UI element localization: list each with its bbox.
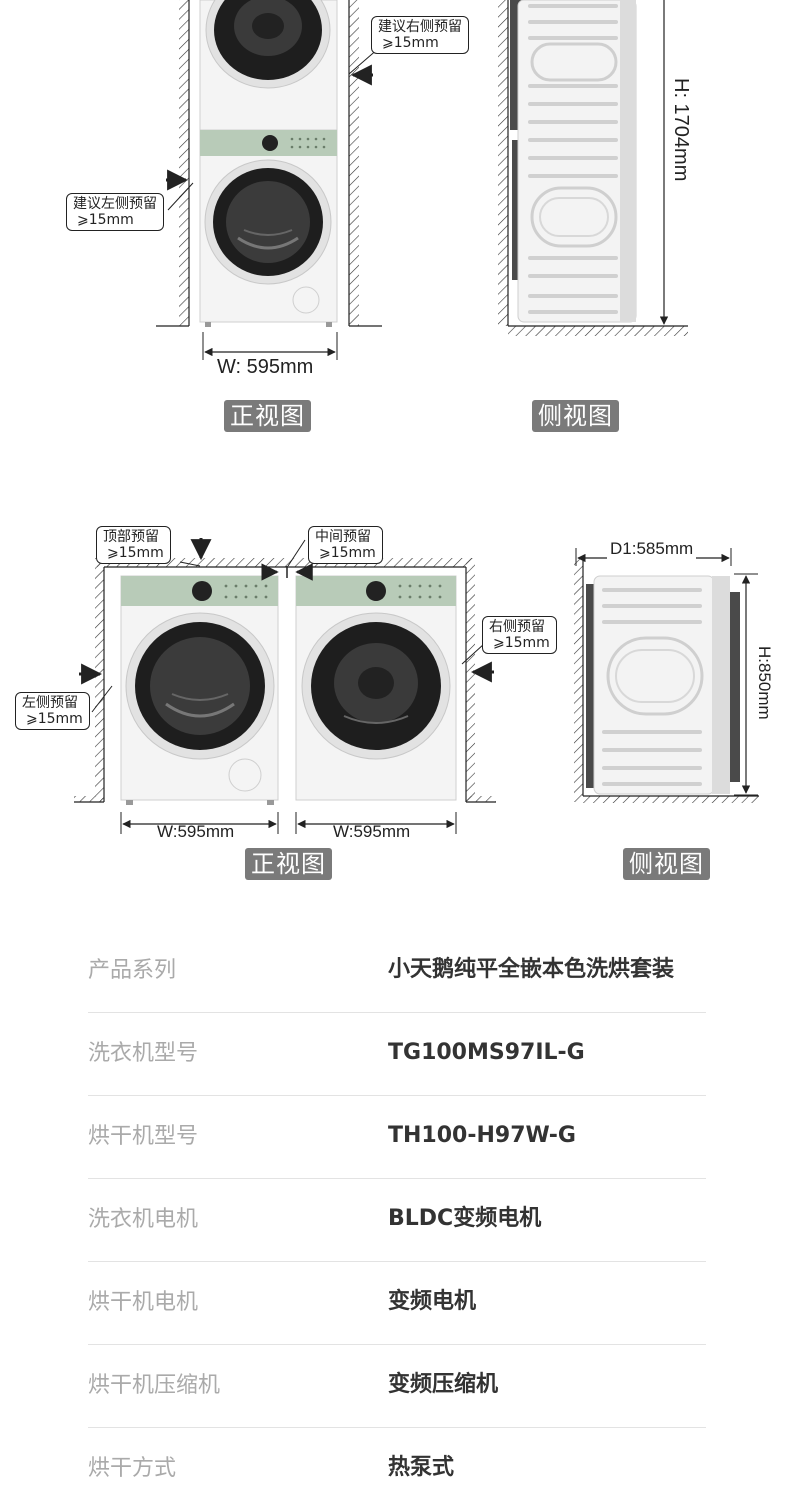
installation-diagrams — [74, 0, 759, 834]
spec-row-series: 产品系列 小天鹅纯平全嵌本色洗烘套装 — [88, 930, 706, 1013]
dryer-width-label: W:595mm — [333, 822, 411, 841]
top-gap-callout-line2: ⩾15mm — [107, 545, 164, 561]
spec-label: 洗衣机型号 — [88, 1041, 199, 1066]
left-side-gap-callout-line1: 左侧预留 — [22, 695, 78, 711]
spec-row-washer-motor: 洗衣机电机 BLDC变频电机 — [88, 1179, 706, 1262]
middle-gap-callout: 中间预留 ⩾15mm — [308, 526, 383, 564]
front-view-caption: 正视图 — [224, 400, 311, 432]
spec-label: 烘干机型号 — [88, 1124, 199, 1149]
left-side-gap-callout: 左侧预留 ⩾15mm — [15, 692, 90, 730]
spec-table: 产品系列 小天鹅纯平全嵌本色洗烘套装 洗衣机型号 TG100MS97IL-G 烘… — [88, 930, 706, 1510]
right-gap-callout-line2: ⩾15mm — [382, 35, 439, 51]
spec-value: 变频压缩机 — [388, 1372, 499, 1397]
spec-row-washer-model: 洗衣机型号 TG100MS97IL-G — [88, 1013, 706, 1096]
bottom-side-view — [574, 548, 759, 803]
bottom-side-view-caption: 侧视图 — [623, 848, 710, 880]
spec-row-dryer-motor: 烘干机电机 变频电机 — [88, 1262, 706, 1345]
left-wall — [179, 0, 189, 326]
left-gap-callout-line1: 建议左侧预留 — [73, 196, 157, 212]
side-height-label: H:850mm — [755, 646, 774, 720]
spec-value: 小天鹅纯平全嵌本色洗烘套装 — [388, 957, 675, 982]
spec-label: 烘干方式 — [88, 1456, 177, 1481]
depth-dimension-label: D1:585mm — [607, 539, 697, 559]
spec-value: TH100-H97W-G — [388, 1123, 576, 1148]
spec-value: BLDC变频电机 — [388, 1206, 542, 1231]
right-gap-callout-line1: 建议右侧预留 — [378, 19, 462, 35]
top-gap-callout-line1: 顶部预留 — [103, 529, 159, 545]
right-gap-callout: 建议右侧预留 ⩾15mm — [371, 16, 469, 54]
spec-value: 热泵式 — [388, 1455, 455, 1480]
spec-label: 烘干机压缩机 — [88, 1373, 221, 1398]
left-side-gap-callout-line2: ⩾15mm — [26, 711, 83, 727]
spec-label: 洗衣机电机 — [88, 1207, 199, 1232]
bottom-front-view — [74, 538, 496, 834]
spec-row-drying-method: 烘干方式 热泵式 — [88, 1428, 706, 1510]
bottom-front-view-caption: 正视图 — [245, 848, 332, 880]
spec-value: 变频电机 — [388, 1289, 477, 1314]
spec-value: TG100MS97IL-G — [388, 1040, 585, 1065]
right-side-gap-callout-line1: 右侧预留 — [489, 619, 545, 635]
right-wall — [349, 0, 359, 326]
right-side-gap-callout: 右侧预留 ⩾15mm — [482, 616, 557, 654]
top-gap-callout: 顶部预留 ⩾15mm — [96, 526, 171, 564]
right-side-gap-callout-line2: ⩾15mm — [493, 635, 550, 651]
top-side-view — [498, 0, 688, 336]
height-dimension-label: H: 1704mm — [670, 78, 692, 182]
spec-row-dryer-compressor: 烘干机压缩机 变频压缩机 — [88, 1345, 706, 1428]
top-front-view — [156, 0, 382, 360]
side-view-caption: 侧视图 — [532, 400, 619, 432]
spec-row-dryer-model: 烘干机型号 TH100-H97W-G — [88, 1096, 706, 1179]
left-gap-callout-line2: ⩾15mm — [77, 212, 134, 228]
middle-gap-callout-line1: 中间预留 — [315, 529, 371, 545]
left-gap-callout: 建议左侧预留 ⩾15mm — [66, 193, 164, 231]
spec-label: 产品系列 — [88, 958, 177, 983]
width-dimension-label: W: 595mm — [217, 356, 314, 378]
middle-gap-callout-line2: ⩾15mm — [319, 545, 376, 561]
spec-label: 烘干机电机 — [88, 1290, 199, 1315]
washer-width-label: W:595mm — [157, 822, 235, 841]
